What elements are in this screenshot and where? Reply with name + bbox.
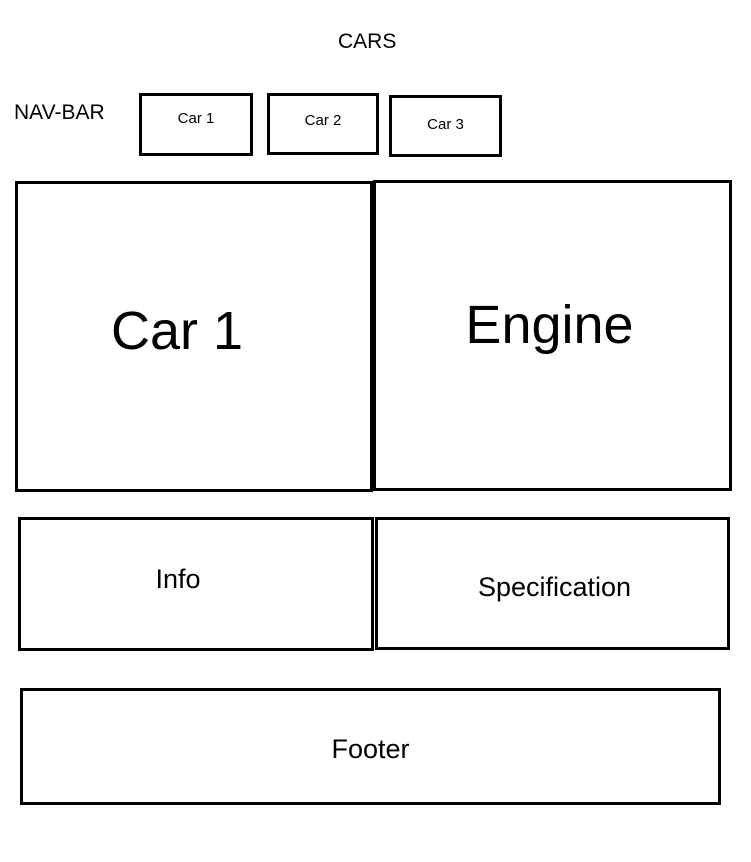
info-panel: Info <box>18 517 374 651</box>
nav-item-label: Car 3 <box>427 115 464 133</box>
navbar-label: NAV-BAR <box>14 101 105 124</box>
car-panel: Car 1 <box>15 181 373 492</box>
page-title: CARS <box>338 30 397 53</box>
footer: Footer <box>20 688 721 805</box>
info-panel-label: Info <box>155 563 201 594</box>
engine-panel: Engine <box>373 180 732 491</box>
specification-panel-label: Specification <box>477 572 632 602</box>
specification-panel: Specification <box>375 517 730 650</box>
footer-label: Footer <box>331 734 410 764</box>
nav-item-car-3[interactable]: Car 3 <box>389 95 502 157</box>
nav-item-car-1[interactable]: Car 1 <box>139 93 253 156</box>
nav-item-car-2[interactable]: Car 2 <box>267 93 379 155</box>
car-panel-label: Car 1 <box>110 300 244 361</box>
engine-panel-label: Engine <box>465 294 634 355</box>
nav-item-label: Car 1 <box>177 110 215 127</box>
nav-item-label: Car 2 <box>304 111 342 129</box>
